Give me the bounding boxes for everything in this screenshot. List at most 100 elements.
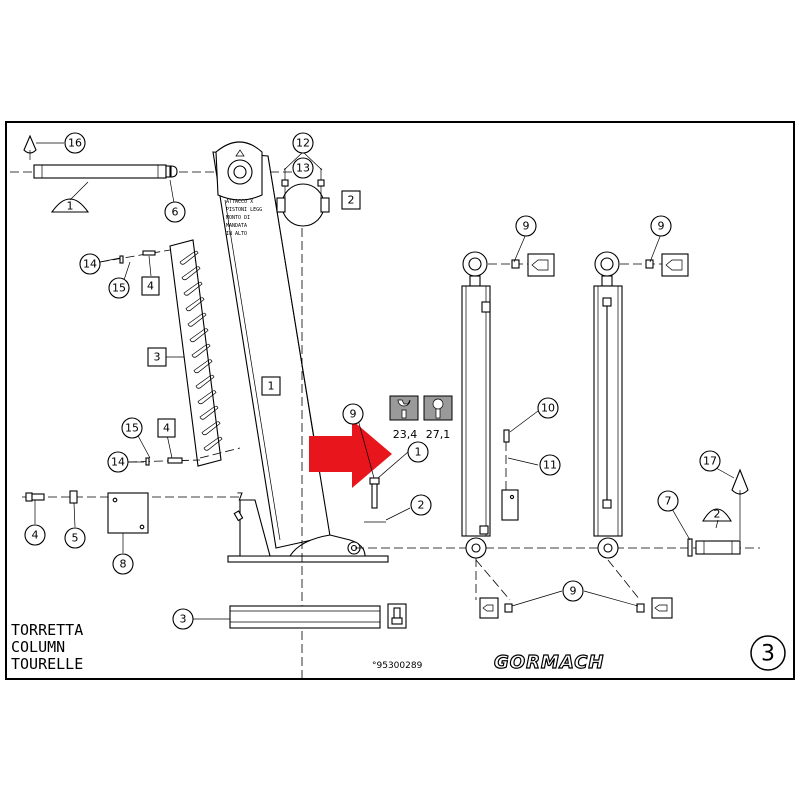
washer-half: [50, 198, 90, 213]
plate-line-1: ATTACCO X: [226, 199, 253, 205]
center-bolt: [364, 477, 386, 523]
callout-4a: 4: [141, 276, 160, 296]
callout-1b: 1: [407, 441, 429, 463]
callout-15b-label: 15: [125, 422, 139, 435]
title-french: TOURELLE: [11, 655, 83, 673]
callout-4a-label: 4: [147, 280, 154, 293]
torque-wrench-icon: [423, 395, 453, 421]
guard-slot: [181, 266, 201, 281]
callout-3-guard-label: 3: [154, 351, 161, 364]
callout-16: 16: [64, 132, 86, 154]
torque-value-2: 27,1: [426, 428, 451, 441]
callout-10-label: 10: [541, 402, 555, 415]
callout-14a: 14: [79, 253, 101, 275]
callout-2a-label: 2: [348, 194, 355, 207]
pin-right: [687, 508, 741, 557]
column-plate-text: ATTACCO X PISTONI LEGG MONTO DI MANDATA …: [226, 199, 262, 237]
callout-1-column: 1: [261, 376, 281, 396]
callout-15a-label: 15: [112, 282, 126, 295]
callout-7b: 7: [657, 490, 679, 512]
guard-slot: [195, 374, 215, 389]
guard-slot: [179, 250, 199, 265]
callout-9c: 9: [650, 215, 672, 237]
callout-2c-label: 2: [714, 508, 721, 521]
callout-5-label: 5: [72, 532, 79, 545]
callout-2a: 2: [341, 190, 361, 210]
title-english: COLUMN: [11, 638, 65, 656]
callout-10: 10: [537, 397, 559, 419]
plate-line-4: MANDATA: [226, 223, 247, 229]
callout-9d: 9: [562, 580, 584, 602]
plate-line-2: PISTONI LEGG: [226, 207, 262, 213]
page-number: 3: [761, 642, 775, 667]
column-base: [227, 499, 389, 563]
callout-7a-label: 7: [237, 491, 244, 504]
guard-slot: [183, 281, 203, 296]
guard-slot: [199, 405, 219, 420]
callout-2b: 2: [410, 494, 432, 516]
grease-nipple-17: [731, 468, 749, 495]
callout-8-label: 8: [120, 558, 127, 571]
callout-8: 8: [112, 553, 134, 575]
callout-13: 13: [292, 157, 314, 179]
callout-16-label: 16: [68, 137, 82, 150]
callout-6-label: 6: [172, 206, 179, 219]
callout-4b: 4: [157, 418, 176, 438]
callout-12: 12: [292, 132, 314, 154]
title-italian: TORRETTA: [11, 621, 83, 639]
title-block: TORRETTA COLUMN TOURELLE: [11, 621, 83, 673]
callout-3-ring-label: 3: [180, 613, 187, 626]
callout-15b: 15: [121, 417, 143, 439]
plate-line-5: IN ALTO: [226, 231, 247, 237]
guard-slot: [193, 359, 213, 374]
callout-1-column-label: 1: [268, 380, 275, 393]
slewing-ring: [229, 603, 407, 629]
pipe-clamp: [276, 168, 330, 227]
callout-7a: 7: [237, 491, 244, 504]
bottom-fitting-right: [607, 559, 673, 619]
guard-slot: [191, 343, 211, 358]
hydraulic-cylinder-1: [461, 251, 491, 600]
hydraulic-cylinder-2: [593, 251, 623, 559]
drawing-frame: [5, 121, 795, 680]
callout-9d-label: 9: [570, 585, 577, 598]
callout-7b-label: 7: [665, 495, 672, 508]
callout-5: 5: [64, 527, 86, 549]
callout-9b-label: 9: [523, 220, 530, 233]
callout-3-guard: 3: [147, 347, 167, 367]
page-number-badge: 3: [750, 635, 786, 671]
guard-slot: [197, 390, 217, 405]
callout-14a-label: 14: [83, 258, 97, 271]
slotted-guard: [169, 239, 223, 467]
leader-lines: [34, 142, 735, 620]
grease-nipple-16: [23, 134, 37, 154]
torque-value-1: 23,4: [393, 428, 418, 441]
arrow-right-icon: [309, 420, 392, 488]
wrench-icon: [389, 395, 419, 421]
top-fitting-left: [488, 253, 555, 277]
callout-17-label: 17: [703, 455, 717, 468]
callout-13-label: 13: [296, 162, 310, 175]
drawing-code: °95300289: [372, 661, 423, 671]
callout-11-label: 11: [543, 459, 557, 472]
callout-14b-label: 14: [111, 456, 125, 469]
guard-slot: [185, 297, 205, 312]
callout-1a-label: 1: [67, 200, 74, 213]
callout-9a: 9: [342, 403, 364, 425]
guard-slot: [187, 312, 207, 327]
brand-logo: GORMACH: [494, 652, 605, 673]
callout-6: 6: [164, 201, 186, 223]
callout-1b-label: 1: [415, 446, 422, 459]
bottom-fitting-left: [475, 559, 513, 619]
bolt-row: [22, 490, 240, 534]
callout-9c-label: 9: [658, 220, 665, 233]
callout-11: 11: [539, 454, 561, 476]
guard-slot: [203, 436, 223, 451]
callout-12-label: 12: [296, 137, 310, 150]
callout-3-ring: 3: [172, 608, 194, 630]
callout-4-label: 4: [32, 529, 39, 542]
callout-4b-label: 4: [163, 422, 170, 435]
callout-4: 4: [24, 524, 46, 546]
